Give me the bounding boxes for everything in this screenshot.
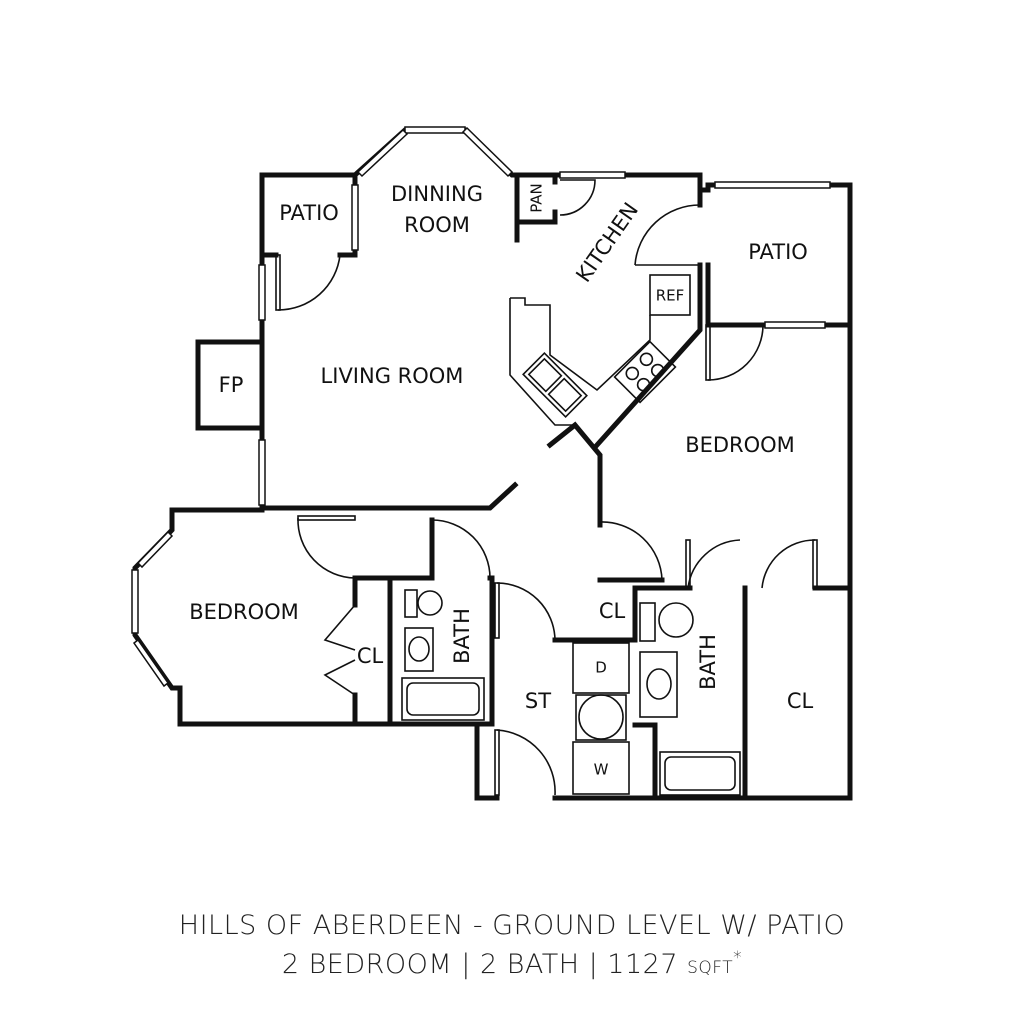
dryer bbox=[572, 642, 630, 694]
label-pantry: PAN bbox=[528, 183, 546, 213]
label-patio-left: PATIO bbox=[279, 201, 339, 225]
label-bedroom-right: BEDROOM bbox=[685, 433, 795, 457]
vanity bbox=[404, 627, 434, 672]
label-closet-right: CL bbox=[787, 689, 814, 713]
refrigerator bbox=[649, 274, 691, 316]
fixtures bbox=[401, 274, 741, 796]
doors bbox=[275, 179, 818, 796]
bathtub bbox=[401, 677, 485, 721]
label-dining-1: DINNING bbox=[391, 182, 483, 206]
label-closet-small: CL bbox=[599, 599, 626, 623]
label-kitchen: KITCHEN bbox=[571, 198, 643, 286]
toilet-tank bbox=[404, 589, 418, 618]
label-bedroom-left: BEDROOM bbox=[189, 600, 299, 624]
vanity bbox=[639, 651, 678, 718]
label-washer: W bbox=[594, 761, 609, 779]
walls bbox=[132, 127, 853, 801]
label-patio-right: PATIO bbox=[748, 240, 808, 264]
plan-summary: 2 BEDROOM | 2 BATH | 1127 SQFT* bbox=[0, 948, 1024, 980]
fireplace bbox=[195, 339, 265, 431]
label-dining-2: ROOM bbox=[404, 213, 470, 237]
stove bbox=[613, 340, 677, 404]
toilet-tank bbox=[639, 602, 656, 642]
kitchen-counter bbox=[510, 297, 651, 392]
toilet-bowl bbox=[417, 590, 443, 616]
label-fireplace: FP bbox=[219, 373, 244, 397]
footnote-mark: * bbox=[733, 948, 743, 968]
label-closet-left: CL bbox=[357, 644, 384, 668]
label-ref: REF bbox=[656, 287, 685, 305]
room-labels: PATIO DINNING ROOM PAN KITCHEN PATIO REF… bbox=[189, 182, 813, 779]
label-bath-left: BATH bbox=[450, 608, 474, 664]
label-dryer: D bbox=[595, 659, 607, 677]
bathtub bbox=[659, 751, 741, 796]
label-bath-right: BATH bbox=[696, 634, 720, 690]
label-storage: ST bbox=[525, 689, 551, 713]
sink bbox=[522, 352, 588, 418]
plan-title: HILLS OF ABERDEEN - GROUND LEVEL W/ PATI… bbox=[178, 910, 846, 941]
summary-text: 2 BEDROOM | 2 BATH | 1127 bbox=[281, 949, 679, 980]
toilet-bowl bbox=[658, 602, 694, 638]
sqft-unit: SQFT bbox=[687, 958, 734, 978]
washer bbox=[572, 741, 630, 795]
windows bbox=[131, 126, 831, 688]
label-living-room: LIVING ROOM bbox=[321, 364, 464, 388]
